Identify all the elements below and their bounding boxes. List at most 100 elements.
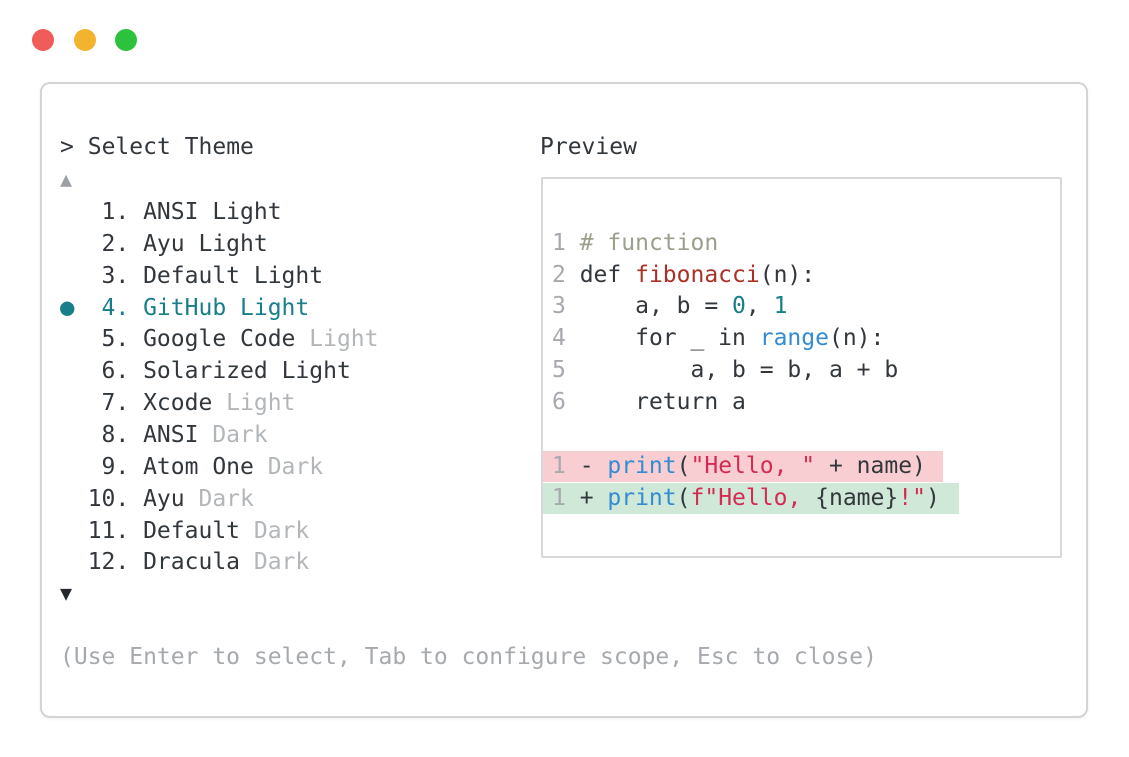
theme-item-name: Ayu	[143, 485, 199, 512]
preview-label: Preview	[540, 134, 637, 160]
line-number: 1	[552, 452, 566, 479]
code-token: f	[690, 484, 705, 511]
code-token: (	[676, 452, 691, 479]
traffic-light-zoom[interactable]	[115, 29, 137, 51]
selection-dot-icon	[60, 355, 88, 387]
diff-sign: +	[565, 484, 608, 511]
code-token: 0	[732, 293, 746, 320]
theme-item-number: 8.	[101, 422, 130, 449]
code-token: a, b = b, a + b	[579, 357, 899, 384]
code-token: !"	[898, 484, 926, 511]
diff-sign: -	[565, 452, 608, 479]
theme-item-number: 1.	[101, 199, 130, 225]
theme-list-item[interactable]: 10. Ayu Dark	[60, 483, 254, 515]
prompt-chevron: >	[60, 134, 74, 160]
dialog-title: Select Theme	[87, 134, 254, 160]
code-token: range	[759, 325, 829, 352]
line-number: 6	[552, 389, 566, 415]
theme-item-variant: Light	[281, 358, 351, 385]
theme-item-number: 5.	[101, 326, 130, 353]
code-token: fibonacci	[635, 261, 760, 288]
theme-item-name: Default	[143, 262, 254, 289]
theme-item-name: Atom One	[143, 453, 268, 480]
theme-item-name: Dracula	[143, 549, 254, 576]
code-token: print	[607, 484, 677, 511]
theme-item-number: 7.	[101, 390, 130, 417]
theme-item-number: 9.	[101, 453, 130, 480]
code-token: a, b =	[579, 293, 733, 320]
code-token: print	[607, 452, 677, 479]
code-line: 5 a, b = b, a + b	[543, 355, 898, 387]
theme-picker-dialog: > Select Theme Preview ▲ 1. ANSI Light 2…	[40, 82, 1088, 718]
selection-dot-icon: ●	[60, 292, 75, 321]
theme-item-number: 6.	[101, 358, 130, 385]
theme-item-name: Google Code	[143, 326, 310, 353]
theme-item-variant: Light	[253, 262, 324, 289]
traffic-lights	[32, 29, 137, 51]
code-token: return a	[579, 389, 746, 415]
hint-text: (Use Enter to select, Tab to configure s…	[60, 644, 877, 670]
traffic-light-minimize[interactable]	[73, 29, 96, 51]
theme-list-item[interactable]: 3. Default Light	[60, 260, 324, 292]
theme-list-item[interactable]: 6. Solarized Light	[60, 355, 351, 387]
line-number: 4	[552, 325, 566, 352]
theme-item-number: 4.	[101, 294, 130, 321]
theme-list-item[interactable]: 11. Default Dark	[60, 515, 310, 547]
theme-item-variant: Dark	[267, 453, 324, 480]
selection-dot-icon	[60, 260, 88, 292]
theme-list-item[interactable]: 5. Google Code Light	[60, 323, 379, 355]
diff-removed-highlight	[543, 450, 943, 483]
line-number: 1	[552, 229, 566, 256]
theme-item-number: 12.	[87, 549, 130, 576]
code-token: # function	[579, 229, 719, 256]
theme-item-variant: Dark	[253, 549, 310, 576]
scroll-down-icon[interactable]: ▼	[60, 581, 73, 605]
code-token: for _ in	[579, 325, 760, 352]
theme-item-variant: Dark	[198, 485, 254, 512]
selection-dot-icon	[60, 323, 88, 355]
theme-list-item[interactable]: 12. Dracula Dark	[60, 546, 310, 578]
selection-dot-icon	[60, 196, 88, 228]
theme-list-item[interactable]: 2. Ayu Light	[60, 228, 268, 260]
line-number: 3	[552, 293, 566, 320]
theme-item-name: Solarized	[143, 358, 282, 385]
code-line: 4 for _ in range(n):	[543, 323, 884, 355]
code-line: 1 # function	[543, 228, 718, 260]
line-number: 2	[552, 261, 566, 288]
theme-list-item[interactable]: ● 4. GitHub Light	[60, 292, 309, 324]
dialog-header: > Select Theme	[60, 132, 254, 164]
theme-item-variant: Light	[226, 390, 296, 417]
theme-item-variant: Light	[212, 199, 282, 225]
selection-dot-icon	[60, 228, 88, 260]
code-line: 6 return a	[543, 387, 746, 419]
code-token: (n):	[828, 325, 885, 352]
theme-list-item[interactable]: 1. ANSI Light	[60, 196, 282, 228]
theme-item-variant: Light	[198, 230, 268, 257]
code-token: (n):	[759, 261, 816, 288]
theme-item-name: GitHub	[143, 294, 241, 321]
scroll-up-icon[interactable]: ▲	[60, 167, 73, 191]
theme-list-item[interactable]: 7. Xcode Light	[60, 387, 296, 419]
line-number: 5	[552, 357, 566, 384]
theme-item-variant: Dark	[212, 422, 268, 449]
theme-item-number: 10.	[87, 485, 130, 512]
code-token: 1	[773, 293, 788, 320]
selection-dot-icon	[60, 451, 88, 483]
theme-item-variant: Light	[240, 294, 310, 321]
theme-list-item[interactable]: 8. ANSI Dark	[60, 419, 268, 451]
code-token: "Hello,	[704, 484, 816, 511]
theme-item-number: 11.	[87, 517, 130, 544]
selection-dot-icon	[60, 515, 88, 547]
theme-item-name: ANSI	[143, 199, 213, 225]
selection-dot-icon	[60, 546, 88, 578]
code-line: 3 a, b = 0, 1	[543, 291, 787, 323]
selection-dot-icon	[60, 483, 88, 515]
code-token: {name}	[815, 484, 899, 511]
traffic-light-close[interactable]	[32, 29, 54, 51]
code-token: def	[579, 261, 636, 288]
theme-list-item[interactable]: 9. Atom One Dark	[60, 451, 324, 483]
theme-item-variant: Light	[309, 326, 379, 353]
selection-dot-icon	[60, 387, 88, 419]
selection-dot-icon	[60, 419, 88, 451]
